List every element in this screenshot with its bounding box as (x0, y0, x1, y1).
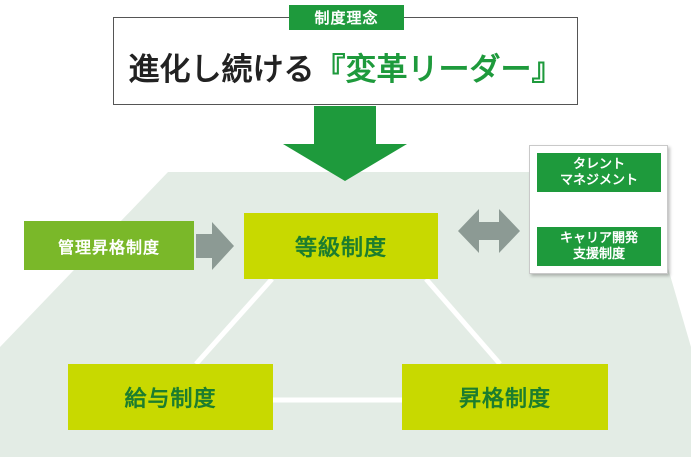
career-support-line1: キャリア開発 (559, 230, 638, 246)
philosophy-text-prefix: 進化し続ける (128, 51, 315, 88)
philosophy-text-highlight: 『変革リーダー』 (314, 51, 563, 88)
talent-management-line2: マネジメント (559, 172, 638, 188)
talent-management-box: タレント マネジメント (537, 153, 661, 192)
management-promotion-box: 管理昇格制度 (24, 221, 194, 270)
double-arrow (458, 209, 520, 253)
grade-system-box: 等級制度 (244, 213, 438, 279)
career-support-line2: 支援制度 (572, 246, 625, 262)
talent-management-line1: タレント (572, 156, 625, 172)
philosophy-label: 制度理念 (289, 5, 404, 30)
connector-line-right (424, 277, 502, 366)
right-arrow (196, 222, 234, 270)
connector-line-left (194, 277, 274, 366)
salary-system-box: 給与制度 (68, 364, 273, 430)
promotion-system-box: 昇格制度 (402, 364, 608, 430)
philosophy-text: 進化し続ける『変革リーダー』 (113, 38, 578, 94)
career-support-box: キャリア開発 支援制度 (537, 227, 661, 266)
down-arrow (283, 106, 407, 181)
